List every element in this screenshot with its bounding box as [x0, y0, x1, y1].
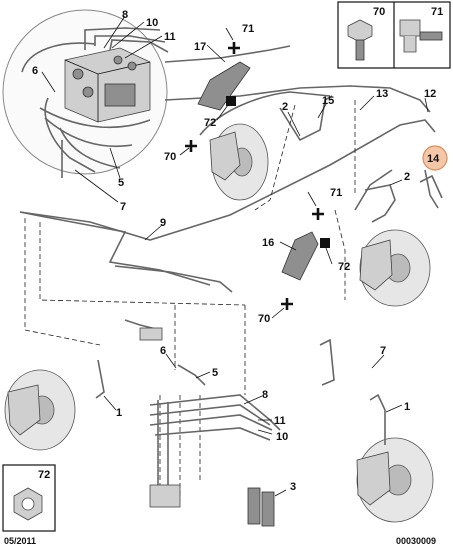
callout-1b: 1 — [116, 407, 122, 419]
callout-6b: 6 — [160, 345, 166, 357]
callout-8b: 8 — [262, 389, 268, 401]
callout-labels: 8 10 11 6 5 7 17 71 72 70 2 15 13 12 14 … — [32, 9, 440, 493]
callout-70b: 70 — [258, 313, 270, 325]
front-right-brake — [359, 229, 431, 307]
callout-72b: 72 — [338, 261, 350, 273]
callout-71: 71 — [242, 23, 254, 35]
callout-5: 5 — [118, 177, 124, 189]
callout-10: 10 — [146, 17, 158, 29]
leader-lines — [41, 15, 429, 497]
callout-11: 11 — [164, 31, 176, 43]
box-label-71: 71 — [431, 6, 443, 18]
callout-17: 17 — [194, 41, 206, 53]
callout-13: 13 — [376, 88, 388, 100]
callout-2b: 2 — [404, 171, 410, 183]
rear-right-brake — [319, 338, 434, 523]
bracket-16 — [281, 231, 319, 281]
callout-6: 6 — [32, 65, 38, 77]
callout-10b: 10 — [276, 431, 288, 443]
callout-9: 9 — [160, 217, 166, 229]
highlighted-part-14 — [419, 174, 443, 199]
callout-7b: 7 — [380, 345, 386, 357]
screw-70-icon — [347, 19, 373, 61]
dashed-routing-lines — [24, 100, 356, 500]
callout-11b: 11 — [274, 415, 286, 427]
callout-16: 16 — [262, 237, 274, 249]
callout-71b: 71 — [330, 187, 342, 199]
rear-left-brake — [4, 359, 105, 451]
highlight-marker-14 — [422, 145, 448, 171]
bolt-71-icon — [399, 19, 443, 53]
callout-1: 1 — [404, 401, 410, 413]
abs-unit-detail — [2, 9, 169, 178]
front-left-brake — [209, 123, 269, 201]
brake-pads-3 — [247, 487, 275, 527]
callout-15: 15 — [322, 95, 334, 107]
callout-3: 3 — [290, 481, 296, 493]
bracket-17 — [197, 61, 251, 111]
callout-8: 8 — [122, 9, 128, 21]
callout-12: 12 — [424, 88, 436, 100]
footer-date: 05/2011 — [4, 536, 36, 546]
box-label-72: 72 — [38, 469, 50, 481]
rear-axle-pipes — [124, 319, 281, 508]
callout-2: 2 — [282, 101, 288, 113]
fastener-symbols — [185, 42, 330, 310]
box-label-70: 70 — [373, 6, 385, 18]
footer-reference: 00030009 — [396, 536, 436, 546]
callout-7: 7 — [120, 201, 126, 213]
callout-70: 70 — [164, 151, 176, 163]
fastener-box-70-71: 70 71 — [337, 1, 451, 69]
callout-5b: 5 — [212, 367, 218, 379]
callout-72: 72 — [204, 117, 216, 129]
fastener-box-72: 72 — [2, 464, 56, 532]
abs-hydraulic-block — [64, 47, 151, 123]
nut-72-icon — [13, 487, 43, 521]
callout-14: 14 — [427, 153, 440, 165]
